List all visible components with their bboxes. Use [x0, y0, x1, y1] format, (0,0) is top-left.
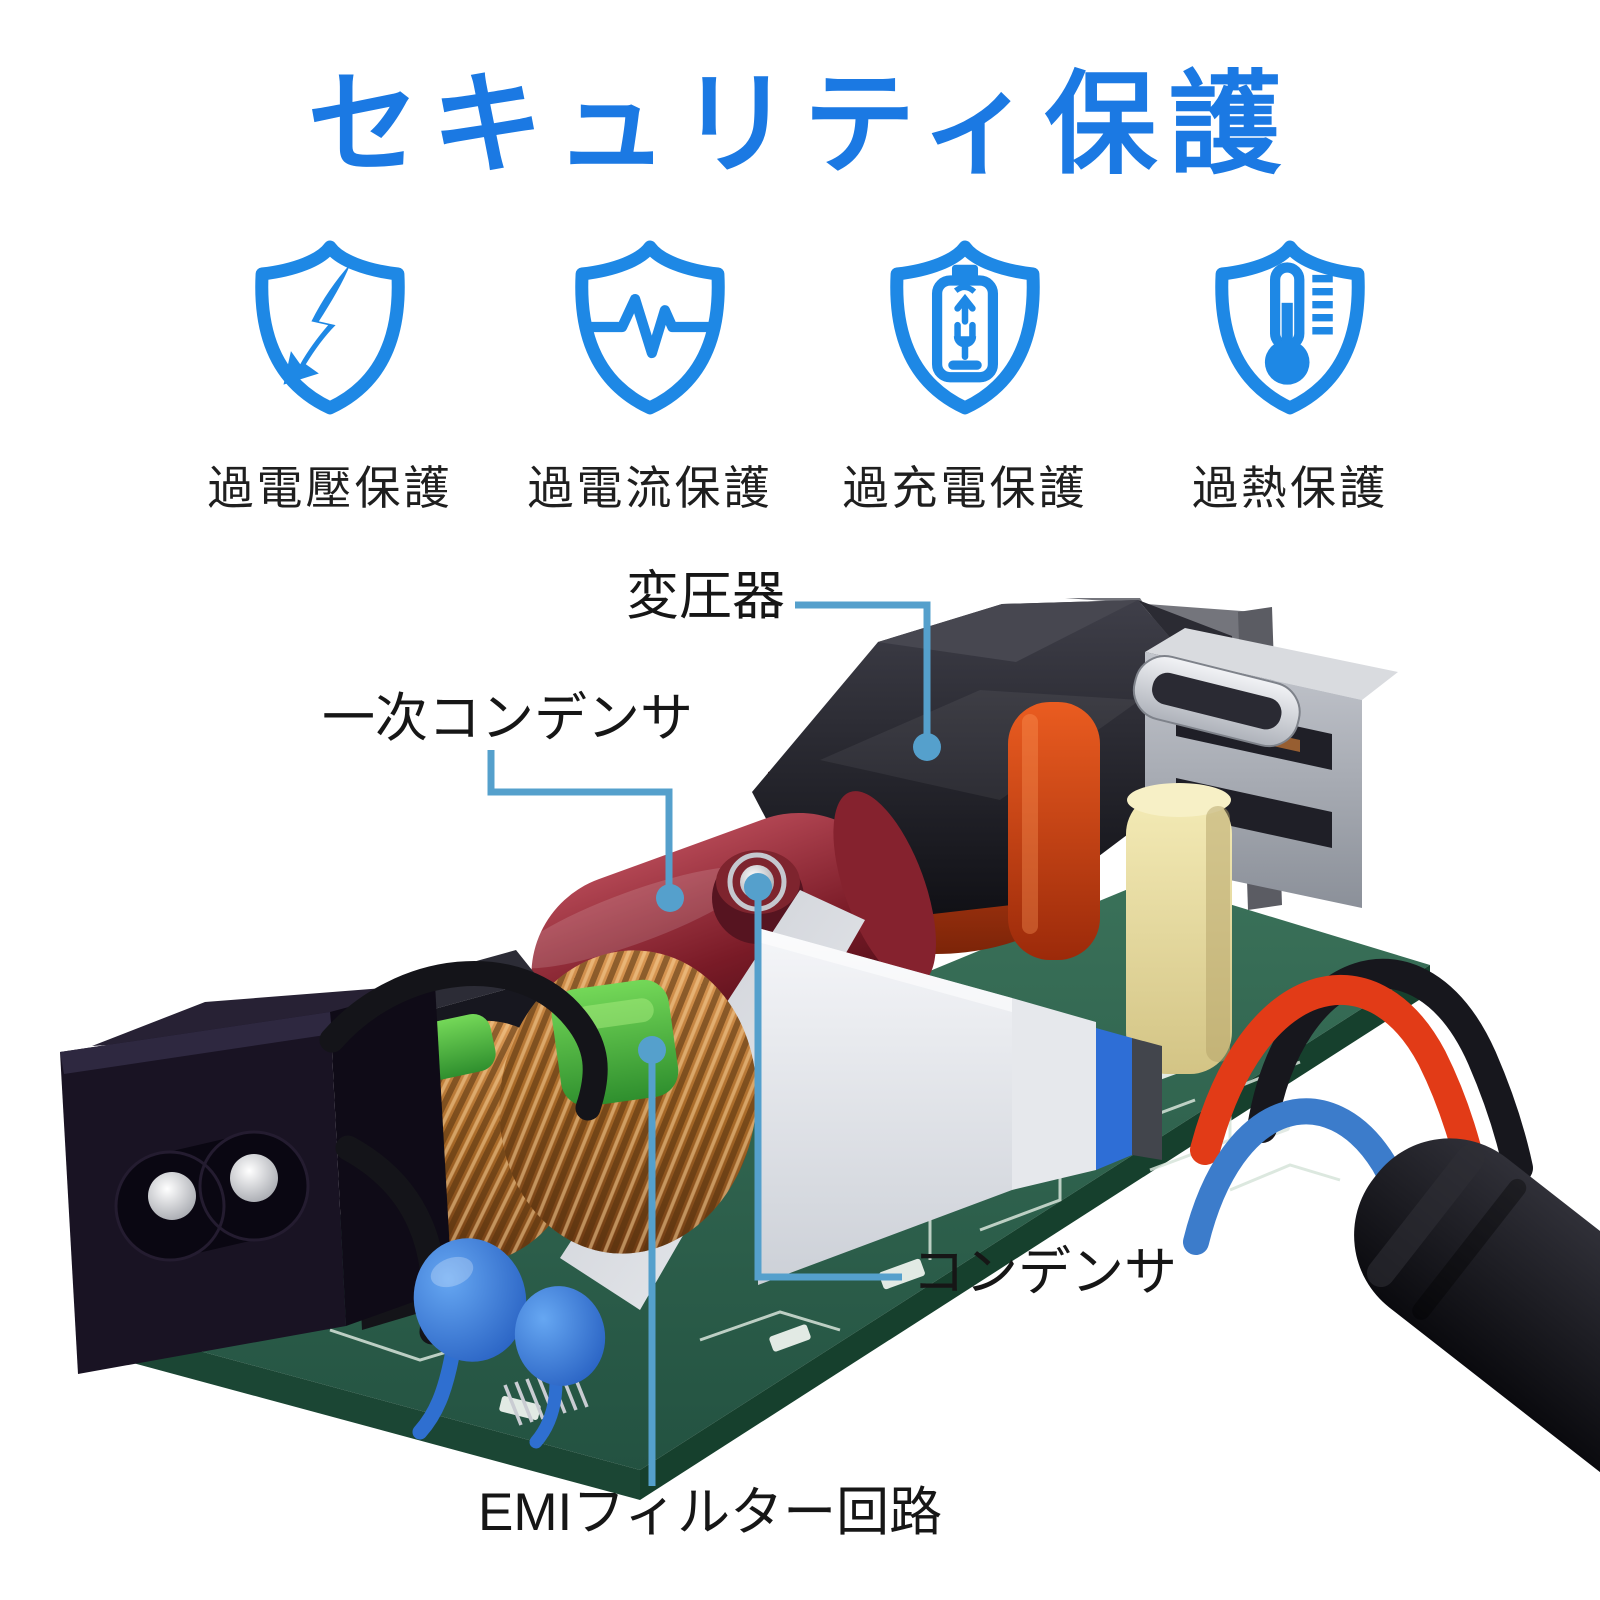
inlet-pin — [230, 1154, 278, 1202]
protection-label: 過熱保護 — [1192, 463, 1388, 514]
figure8-recess — [114, 1130, 310, 1262]
callout-label-transformer: 変圧器 — [626, 567, 785, 626]
callout-lines — [487, 601, 941, 1486]
protection-label: 過電流保護 — [527, 463, 773, 514]
usb-c-connector — [1132, 655, 1301, 748]
page-title: セキュリティ保護 — [307, 64, 1293, 188]
protection-overcharge: 過充電保護 — [805, 216, 1125, 518]
protection-overvoltage: 過電壓保護 — [170, 216, 490, 518]
protection-label: 過充電保護 — [842, 463, 1088, 514]
emi-toroid-right — [499, 950, 757, 1254]
shield-battery-icon — [890, 240, 1040, 415]
callout-label-emi-filter: EMIフィルター回路 — [478, 1483, 943, 1542]
callout-label-capacitor: コンデンサ — [912, 1243, 1177, 1302]
orange-capacitor — [1008, 702, 1100, 960]
shield-pulse-icon — [575, 240, 725, 415]
callout-line-primary-capacitor — [487, 750, 684, 912]
protection-overheat: 過熱保護 — [1130, 216, 1450, 518]
yellow-capacitor — [1126, 783, 1232, 1074]
blue-varistors — [412, 1238, 606, 1449]
shield-thermometer-icon — [1215, 240, 1365, 415]
rear-components — [1096, 1028, 1162, 1170]
inlet-pin — [148, 1172, 196, 1220]
callout-line-capacitor — [744, 873, 902, 1281]
protection-overcurrent: 過電流保護 — [490, 216, 810, 518]
protection-label: 過電壓保護 — [207, 463, 453, 514]
callout-line-emi-filter — [638, 1036, 666, 1486]
shield-lightning-icon — [255, 240, 405, 415]
callout-label-primary-capacitor: 一次コンデンサ — [322, 689, 693, 748]
callout-line-transformer — [795, 601, 941, 761]
cable-boot — [1354, 1138, 1600, 1510]
black-wire — [1247, 958, 1533, 1183]
